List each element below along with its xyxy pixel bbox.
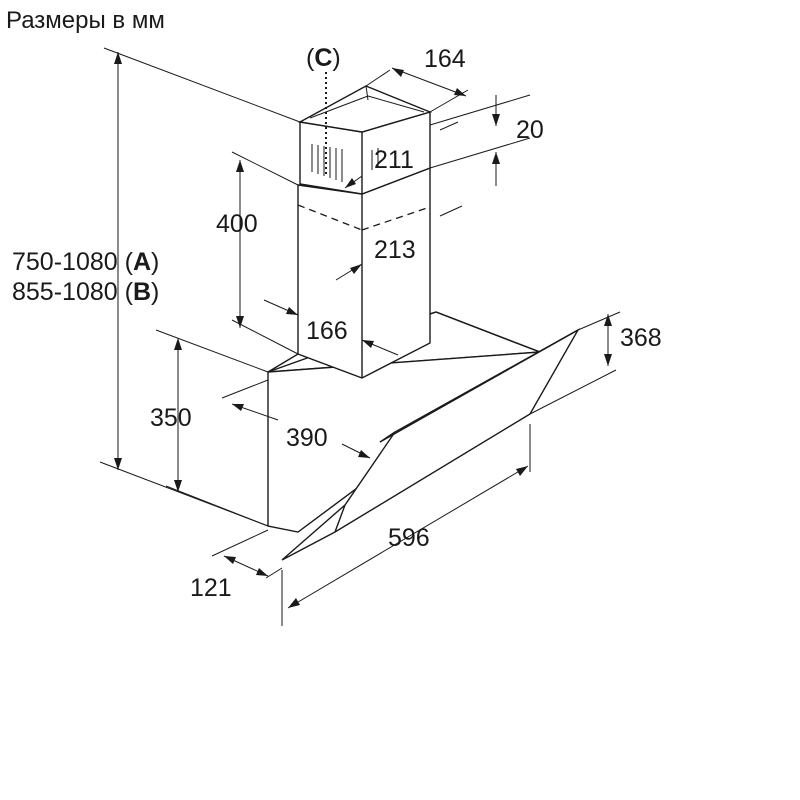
dim-400-label: 400 bbox=[216, 210, 258, 238]
dim-121-label: 121 bbox=[190, 574, 232, 602]
dim-390: 390 bbox=[221, 379, 371, 459]
connector-label: (C) bbox=[306, 44, 341, 72]
dim-400: 400 bbox=[216, 151, 299, 355]
dim-211-label: 211 bbox=[374, 146, 414, 174]
dim-166-label: 166 bbox=[306, 317, 348, 345]
dim-164-label: 164 bbox=[424, 45, 466, 73]
dim-368-label: 368 bbox=[620, 324, 662, 352]
dim-596: 596 bbox=[281, 424, 531, 626]
dim-368: 368 bbox=[529, 311, 662, 415]
dim-213-label: 213 bbox=[374, 236, 416, 264]
dim-20: 20 bbox=[429, 94, 544, 217]
dim-211: 211 bbox=[344, 146, 414, 189]
dim-350: 350 bbox=[150, 329, 269, 527]
dim-20-label: 20 bbox=[516, 116, 544, 144]
chimney-upper bbox=[297, 85, 433, 195]
dim-166: 166 bbox=[263, 299, 399, 356]
dim-164: 164 bbox=[365, 45, 469, 113]
chimney-lower bbox=[297, 166, 431, 379]
dim-total-height: 750-1080 (A) 855-1080 (B) bbox=[12, 47, 301, 527]
dim-390-label: 390 bbox=[286, 424, 328, 452]
diagram-title: Размеры в мм bbox=[6, 7, 165, 34]
dim-121: 121 bbox=[190, 529, 283, 602]
dim-height-a: 750-1080 (A) bbox=[12, 248, 159, 276]
dim-213: 213 bbox=[335, 236, 416, 281]
dim-350-label: 350 bbox=[150, 404, 192, 432]
dim-height-b: 855-1080 (B) bbox=[12, 278, 159, 306]
glass-panel bbox=[281, 328, 580, 561]
dim-596-label: 596 bbox=[388, 524, 430, 552]
